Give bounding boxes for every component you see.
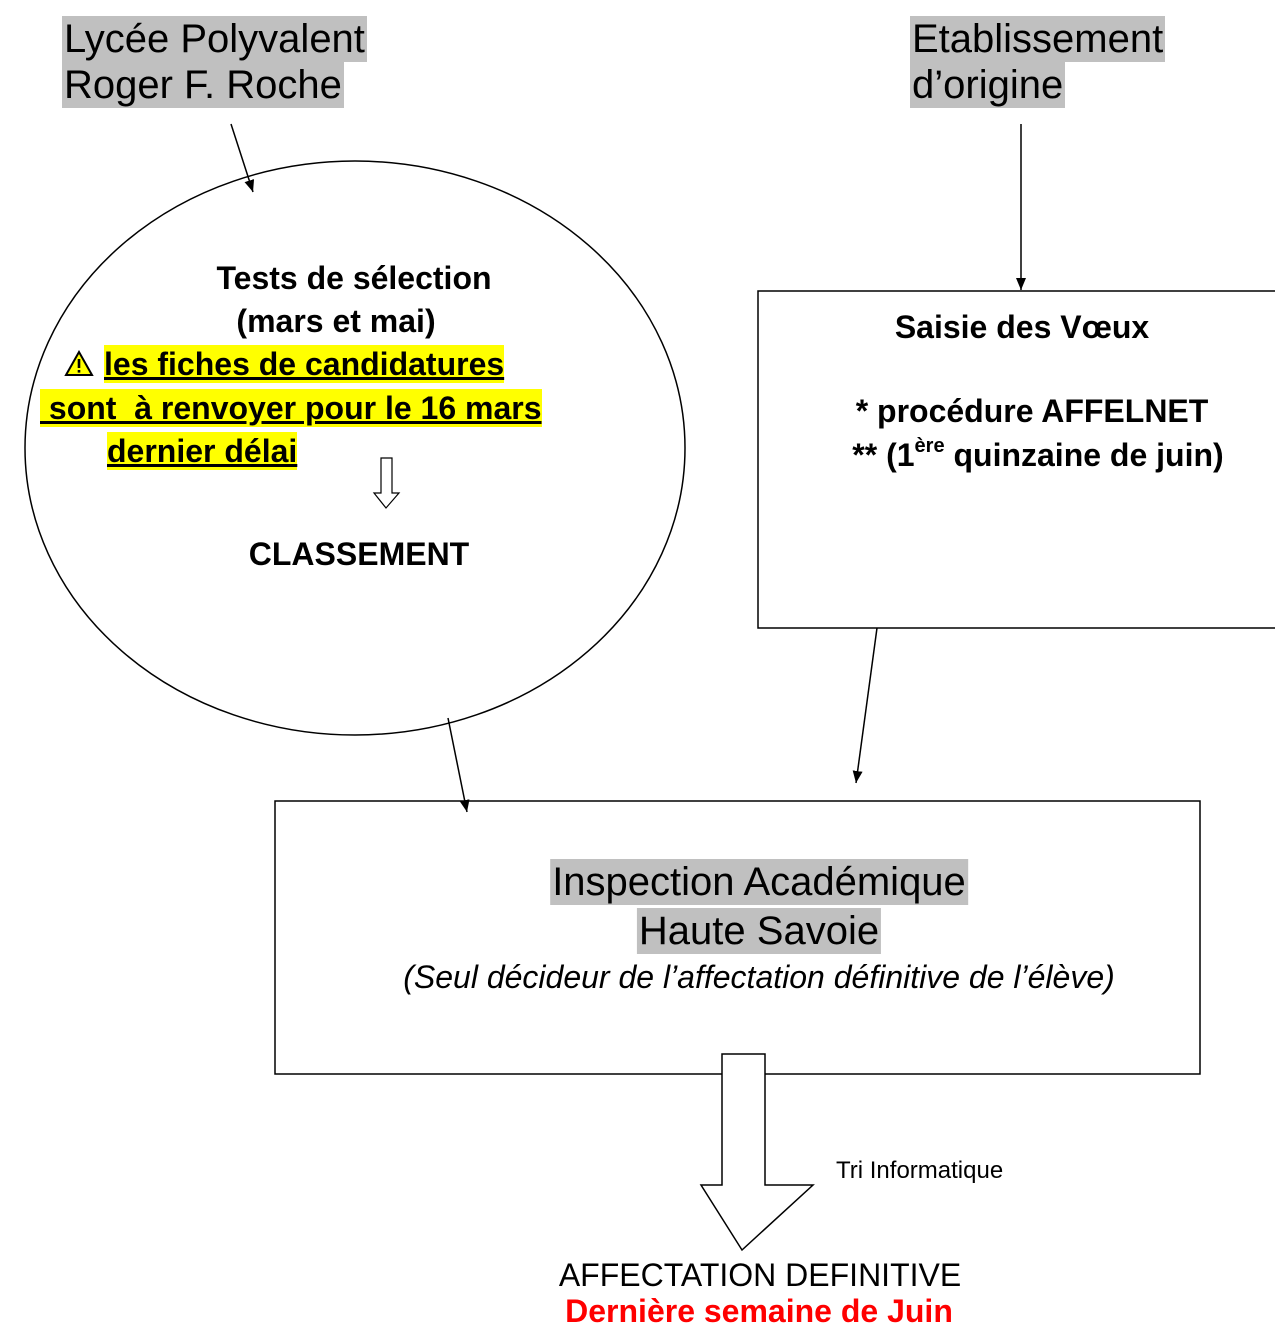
voeux-period: ** (1ère quinzaine de juin) xyxy=(852,436,1223,474)
sorting-label: Tri Informatique xyxy=(836,1157,1004,1184)
selection-period: (mars et mai) xyxy=(236,303,436,339)
arrow-selection-to-inspection xyxy=(447,717,470,813)
warning-line2-row: sont à renvoyer pour le 16 mars xyxy=(40,389,542,427)
warning-line1: les fiches de candidatures xyxy=(104,345,505,383)
etablissement-line2: d’origine xyxy=(910,62,1066,108)
voeux-box xyxy=(757,290,1275,629)
arrow-voeux-to-inspection xyxy=(852,627,878,784)
selection-title: Tests de sélection xyxy=(216,260,492,296)
voeux-period-prefix: ** (1 xyxy=(852,437,915,473)
voeux-period-suffix: quinzaine de juin) xyxy=(944,437,1224,473)
hollow-down-arrow-icon xyxy=(699,1053,815,1252)
etablissement-label: Etablissement d’origine xyxy=(910,16,1166,108)
voeux-period-sup: ère xyxy=(914,435,945,457)
inspection-line2-row: Haute Savoie xyxy=(636,908,882,954)
inspection-line1-row: Inspection Académique xyxy=(550,859,968,905)
voeux-procedure: * procédure AFFELNET xyxy=(855,393,1209,429)
etablissement-line1: Etablissement xyxy=(910,16,1166,62)
inspection-line2: Haute Savoie xyxy=(636,908,882,954)
inspection-line1: Inspection Académique xyxy=(550,859,968,905)
warning-line1-row: les fiches de candidatures xyxy=(64,345,505,383)
arrow-lycee-to-selection xyxy=(230,123,255,193)
lycee-line2: Roger F. Roche xyxy=(62,62,344,108)
result-date: Dernière semaine de Juin xyxy=(565,1293,953,1329)
warning-line2: sont à renvoyer pour le 16 mars xyxy=(40,389,542,427)
ranking-label: CLASSEMENT xyxy=(248,536,470,572)
warning-triangle-icon xyxy=(64,350,94,376)
inspection-note: (Seul décideur de l’affectation définiti… xyxy=(403,959,1115,995)
warning-line3: dernier délai xyxy=(107,432,298,470)
selection-ellipse xyxy=(24,160,686,736)
small-hollow-down-arrow-icon xyxy=(372,457,401,509)
warning-line3-row: dernier délai xyxy=(107,432,298,470)
lycee-line1: Lycée Polyvalent xyxy=(62,16,367,62)
voeux-title: Saisie des Vœux xyxy=(894,309,1150,345)
result-title: AFFECTATION DEFINITIVE xyxy=(558,1257,962,1293)
lycee-label: Lycée Polyvalent Roger F. Roche xyxy=(62,16,367,108)
